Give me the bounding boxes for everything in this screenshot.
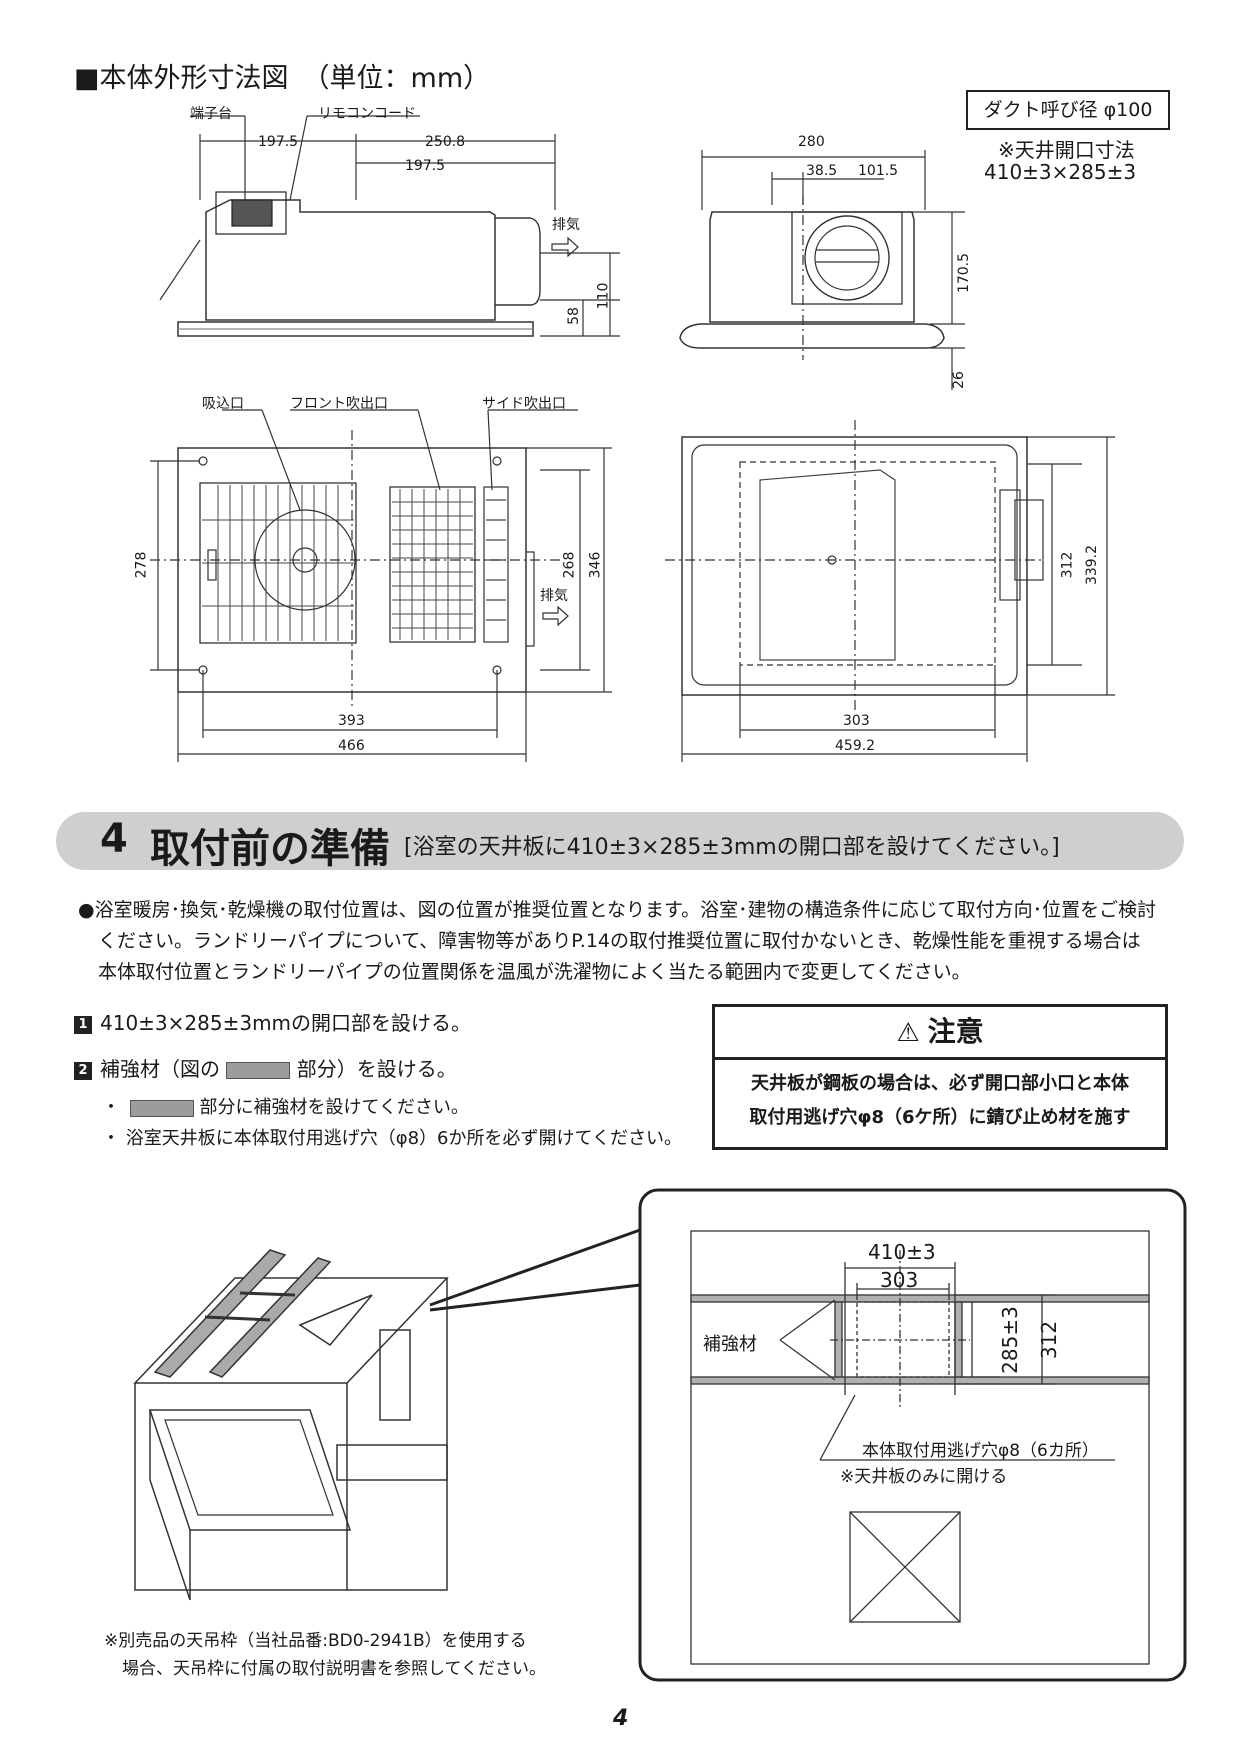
- bullet-1: ・ 部分に補強材を設けてください。: [102, 1093, 469, 1119]
- detail-dim-312: 312: [1037, 1320, 1062, 1360]
- dim-303-top: 303: [843, 713, 870, 729]
- caution-box: ⚠注意 天井板が鋼板の場合は、必ず開口部小口と本体 取付用逃げ穴φ8（6ケ所）に…: [712, 1004, 1168, 1150]
- section-number: 4: [100, 816, 128, 862]
- bottom-view-drawing: [150, 409, 612, 762]
- step-1: 1 410±3×285±3mmの開口部を設ける。: [74, 1007, 471, 1036]
- detail-dim-303: 303: [880, 1268, 919, 1292]
- dim-101-5: 101.5: [858, 163, 899, 179]
- dim-250-8: 250.8: [425, 134, 466, 150]
- intro-line-3: 本体取付位置とランドリーパイプの位置関係を温風が洗濯物によく当たる範囲内で変更し…: [98, 961, 971, 983]
- ceiling-only-note: ※天井板のみに開ける: [840, 1467, 1008, 1487]
- hole-note: 本体取付用逃げ穴φ8（6カ所）: [862, 1441, 1099, 1461]
- dim-280: 280: [798, 134, 825, 150]
- exhaust-label-side: 排気: [552, 217, 580, 233]
- ceiling-opening-dimensions: 410±3×285±3: [984, 160, 1137, 184]
- detail-dim-285: 285±3: [997, 1306, 1022, 1374]
- bullet-2: ・ 浴室天井板に本体取付用逃げ穴（φ8）6か所を必ず開けてください。: [102, 1128, 682, 1149]
- exhaust-label-bottom: 排気: [540, 588, 568, 604]
- intake-label: 吸込口: [202, 396, 244, 412]
- intro-line-2: ください。ランドリーパイプについて、障害物等がありP.14の取付推奨位置に取付か…: [98, 930, 1141, 952]
- footnote-line-1: ※別売品の天吊枠（当社品番:BD0-2941B）を使用する: [104, 1631, 527, 1651]
- caution-heading: ⚠注意: [715, 1007, 1165, 1060]
- intro-line-1: ●浴室暖房･換気･乾燥機の取付位置は、図の位置が推奨位置となります。浴室･建物の…: [78, 899, 1157, 921]
- section-4-banner: 4 取付前の準備 [浴室の天井板に410±3×285±3mmの開口部を設けてくだ…: [56, 812, 1184, 872]
- side-outlet-label: サイド吹出口: [482, 396, 566, 412]
- dim-170-5: 170.5: [956, 252, 973, 294]
- step-1-text: 410±3×285±3mmの開口部を設ける。: [100, 1011, 472, 1035]
- step-2-text-a: 補強材（図の: [100, 1057, 220, 1081]
- front-outlet-label: フロント吹出口: [290, 396, 388, 412]
- step-2: 2 補強材（図の 部分）を設ける。: [74, 1053, 457, 1082]
- duct-diameter-label: ダクト呼び径 φ100: [966, 90, 1170, 130]
- dim-278: 278: [133, 551, 150, 579]
- side-view-drawing: [159, 115, 620, 337]
- caution-line-1: 天井板が鋼板の場合は、必ず開口部小口と本体: [751, 1073, 1129, 1094]
- reinforcement-label: 補強材: [703, 1334, 757, 1355]
- front-view-drawing: [679, 150, 965, 390]
- warning-icon: ⚠: [896, 1018, 920, 1048]
- dim-346: 346: [587, 551, 604, 579]
- remote-cord-label: リモコンコード: [318, 106, 416, 122]
- dim-466: 466: [338, 738, 365, 754]
- dim-393: 393: [338, 713, 365, 729]
- dim-459-2: 459.2: [835, 738, 876, 754]
- dim-58: 58: [565, 307, 582, 325]
- dim-268: 268: [561, 551, 578, 579]
- dim-26: 26: [950, 371, 967, 389]
- terminal-label: 端子台: [190, 106, 232, 122]
- step-1-number: 1: [74, 1015, 92, 1034]
- dim-38-5: 38.5: [806, 163, 838, 179]
- bathroom-illustration: [133, 1249, 449, 1601]
- dim-197-5a: 197.5: [258, 134, 299, 150]
- section-subheading: [浴室の天井板に410±3×285±3mmの開口部を設けてください。]: [404, 835, 1060, 860]
- section-title: ■本体外形寸法図（単位：mm）: [74, 63, 491, 94]
- ceiling-opening-note: ※天井開口寸法: [998, 138, 1135, 162]
- caution-body: 天井板が鋼板の場合は、必ず開口部小口と本体 取付用逃げ穴φ8（6ケ所）に錆び止め…: [715, 1067, 1165, 1135]
- dim-312-top: 312: [1059, 551, 1076, 579]
- top-view-drawing: [665, 420, 1115, 762]
- section-heading: 取付前の準備: [150, 826, 390, 872]
- dim-197-5b: 197.5: [405, 158, 446, 174]
- footnote-line-2: 場合、天吊枠に付属の取付説明書を参照してください。: [122, 1659, 546, 1679]
- detail-dim-410: 410±3: [868, 1240, 936, 1264]
- bullet-1-dot: ・: [102, 1097, 120, 1118]
- opening-detail-drawing: [690, 1230, 1150, 1665]
- step-2-text-b: 部分）を設ける。: [296, 1057, 457, 1081]
- dim-110: 110: [595, 282, 612, 310]
- caution-line-2: 取付用逃げ穴φ8（6ケ所）に錆び止め材を施す: [749, 1107, 1131, 1128]
- page-number: 4: [613, 1706, 629, 1731]
- dim-339-2: 339.2: [1084, 544, 1101, 586]
- step-2-number: 2: [74, 1061, 92, 1080]
- bullet-1-text: 部分に補強材を設けてください。: [199, 1097, 469, 1118]
- reinforcement-swatch-2: [129, 1099, 194, 1117]
- reinforcement-swatch: [226, 1062, 291, 1079]
